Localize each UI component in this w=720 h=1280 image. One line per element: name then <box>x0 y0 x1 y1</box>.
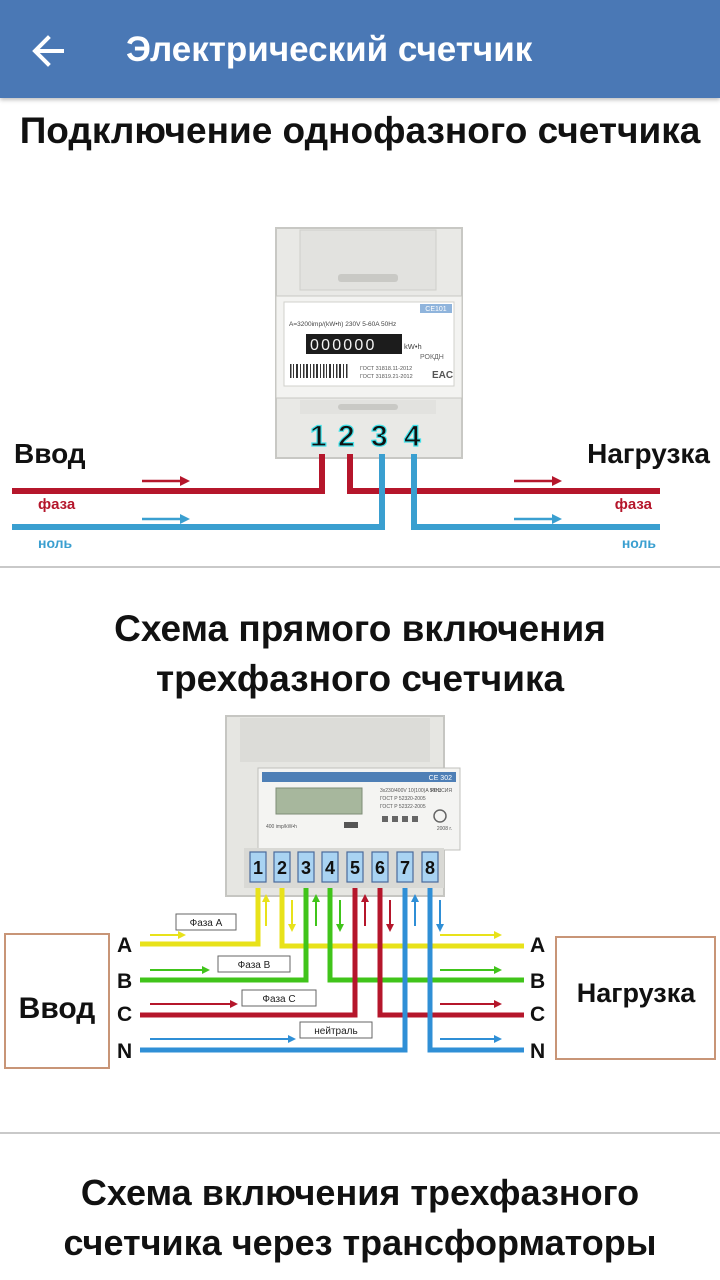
section-divider <box>0 566 720 568</box>
terminal3-8: 8 <box>425 858 435 878</box>
wire-a-in <box>140 888 261 947</box>
svg-text:C: C <box>530 1003 545 1026</box>
meter3-optical-port <box>344 822 358 828</box>
meter3-spec-3: ГОСТ Р 52322-2005 <box>380 804 426 810</box>
meter3-spec-1: 3x230/400V 10(100)A 50Hz <box>380 788 442 794</box>
meter-terminal-numbers: 1 2 3 4 <box>309 419 421 453</box>
terminal-1: 1 <box>310 420 327 453</box>
three-phase-wires <box>140 888 524 1053</box>
wire-b-in <box>140 888 309 983</box>
meter-model: РОКДН <box>420 354 444 361</box>
back-button[interactable] <box>22 25 74 77</box>
app-title: Электрический счетчик <box>126 30 533 69</box>
wire-b-out <box>327 888 524 983</box>
meter-gost-2: ГОСТ 31819.21-2012 <box>360 374 413 380</box>
svg-text:N: N <box>530 1040 545 1063</box>
meter3-spec-2: ГОСТ Р 52320-2005 <box>380 796 426 802</box>
section-title-three-phase-direct: Схема прямого включения трехфазного счет… <box>114 608 606 699</box>
app-bar: Электрический счетчик <box>0 0 720 98</box>
meter3-brand: CE 302 <box>429 775 452 782</box>
svg-text:B: B <box>530 970 545 993</box>
terminal3-6: 6 <box>375 858 385 878</box>
svg-text:Фаза В: Фаза В <box>238 960 271 971</box>
neutral-label-left: ноль <box>38 535 73 551</box>
meter-gost-1: ГОСТ 31818.11-2012 <box>360 366 412 372</box>
phase-letters-left: A B C N <box>117 934 132 1063</box>
meter3-origin: РОССИЯ <box>430 788 452 794</box>
meter-barcode <box>290 364 348 378</box>
wire-n-out <box>427 888 524 1053</box>
phase-label-left: фаза <box>38 496 76 513</box>
phase-out-wire <box>347 454 660 494</box>
input3-label: Ввод <box>19 992 96 1025</box>
meter3-top-cover <box>240 718 430 762</box>
meter3-symbols <box>382 809 447 823</box>
meter3-terminals <box>249 851 439 883</box>
svg-text:N: N <box>117 1040 132 1063</box>
terminal3-7: 7 <box>400 858 410 878</box>
svg-text:C: C <box>117 1003 132 1026</box>
meter3-lcd <box>275 787 363 815</box>
input-label: Ввод <box>14 438 86 469</box>
arrow-back-icon <box>32 35 64 67</box>
meter-counter: 000000 <box>306 334 402 354</box>
meter-top-clip <box>338 274 398 282</box>
wire-c-out <box>377 888 524 1018</box>
input-box <box>4 933 110 1069</box>
wire-labels: Фаза А Фаза В Фаза С нейтраль <box>175 913 373 1039</box>
svg-text:B: B <box>117 970 132 993</box>
wire-n-in <box>140 888 408 1053</box>
meter-counter-digits: 000000 <box>310 337 377 354</box>
svg-text:A: A <box>530 934 545 957</box>
terminal3-4: 4 <box>325 858 335 878</box>
phase-letters-right: A B C N <box>530 934 545 1063</box>
section-title-single-phase: Подключение однофазного счетчика <box>19 110 701 151</box>
svg-text:нейтраль: нейтраль <box>314 1026 357 1037</box>
terminal3-3: 3 <box>301 858 311 878</box>
svg-text:A: A <box>117 934 132 957</box>
terminal3-2: 2 <box>277 858 287 878</box>
meter3-header-bar <box>262 772 456 782</box>
neutral-in-wire <box>12 454 385 530</box>
meter-cert-mark: EAC <box>432 370 453 381</box>
wire-a-out <box>279 888 524 949</box>
three-phase-flow-arrows <box>150 931 502 1043</box>
terminal-4: 4 <box>404 420 421 453</box>
neutral-out-wire <box>411 454 660 530</box>
load3-label: Нагрузка <box>577 978 696 1008</box>
meter-bottom-clip <box>338 404 398 410</box>
svg-text:Фаза С: Фаза С <box>262 994 295 1005</box>
meter-spec: A=3200imp/(kW•h) 230V 5-60A 50Hz <box>289 321 396 328</box>
three-phase-direct-wiring-diagram[interactable]: CE 302 3x230/400V 10(100)A 50Hz ГОСТ Р 5… <box>0 712 720 1082</box>
meter3-year: 2008 г. <box>437 826 452 832</box>
single-phase-wires <box>12 454 660 530</box>
section-divider-2 <box>0 1132 720 1134</box>
single-phase-wiring-diagram[interactable]: СЕ101 A=3200imp/(kW•h) 230V 5-60A 50Hz 0… <box>0 218 720 558</box>
load-box <box>555 936 716 1060</box>
terminal3-1: 1 <box>253 858 263 878</box>
wire-c-in <box>140 888 358 1018</box>
terminal3-5: 5 <box>350 858 360 878</box>
flow-arrows <box>142 476 562 524</box>
svg-text:Фаза А: Фаза А <box>190 918 223 929</box>
phase-in-wire <box>12 454 325 494</box>
meter3-terminal-numbers: 1 2 3 4 5 6 7 8 <box>253 858 435 878</box>
terminal-2: 2 <box>338 420 355 453</box>
phase-label-right: фаза <box>615 496 653 513</box>
neutral-label-right: ноль <box>622 535 657 551</box>
terminal-3: 3 <box>371 420 388 453</box>
load-label: Нагрузка <box>587 438 710 469</box>
meter-unit: kW•h <box>404 342 422 351</box>
meter3-impulse: 400 imp/kW•h <box>266 824 297 830</box>
meter-brand: СЕ101 <box>425 306 447 313</box>
meter-brand-badge <box>420 304 452 313</box>
terminal-flow-arrows <box>262 894 444 932</box>
section-title-three-phase-transformer: Схема включения трехфазного счетчика чер… <box>63 1172 657 1263</box>
